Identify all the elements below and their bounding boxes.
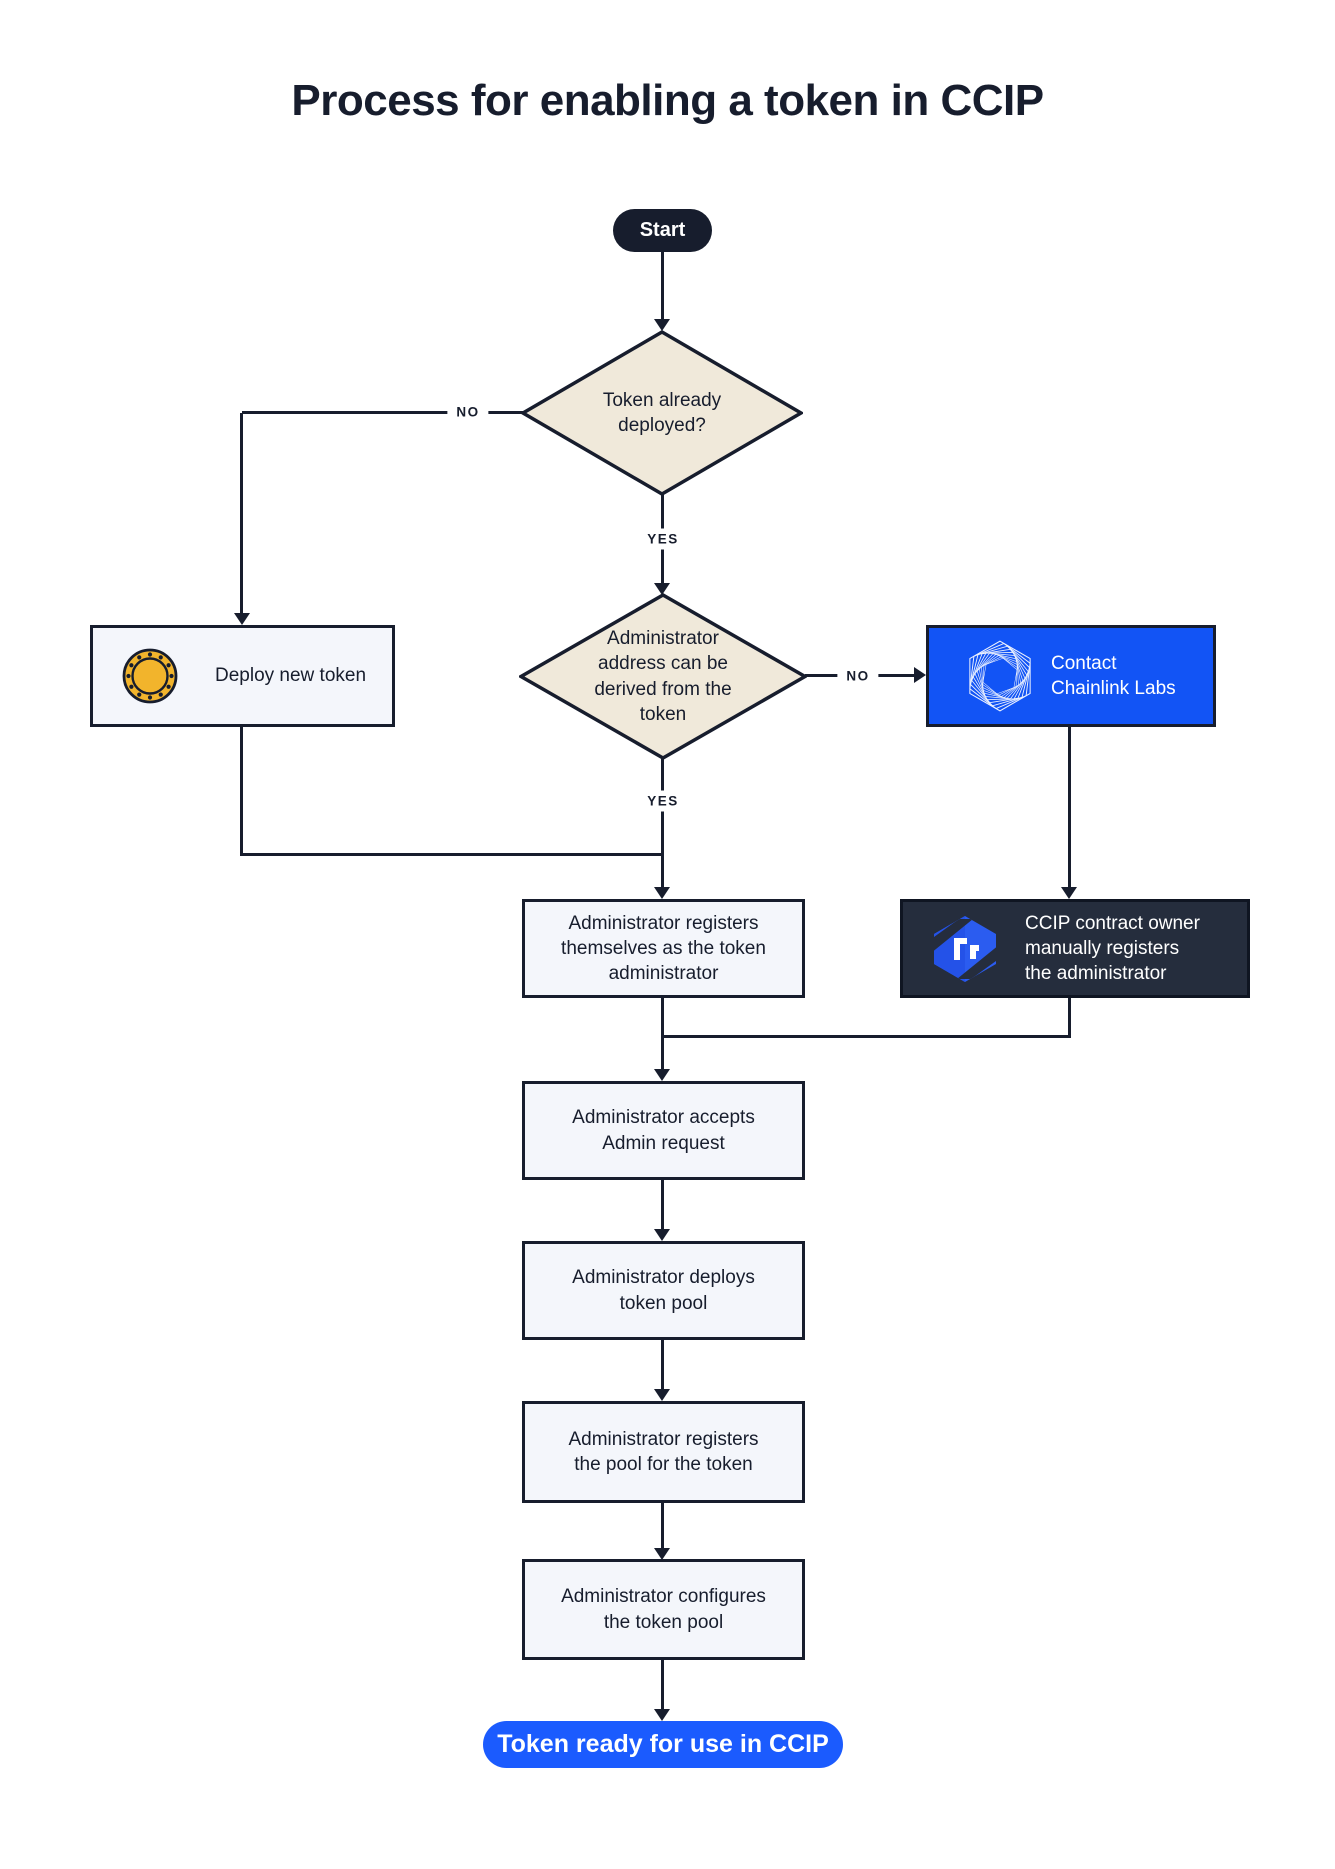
end-label: Token ready for use in CCIP xyxy=(497,1730,829,1758)
edge-configures-to-end xyxy=(661,1660,664,1710)
edge-deploy-merge-h xyxy=(240,853,664,856)
edge-register-to-accepts xyxy=(661,998,664,1069)
arrowhead-icon xyxy=(654,887,670,899)
arrowhead-icon xyxy=(914,667,926,683)
edge-registers-to-configures xyxy=(661,1503,664,1548)
edge-label-no-2: NO xyxy=(837,665,879,687)
edge-yes-admin-address xyxy=(661,757,664,887)
arrowhead-icon xyxy=(1061,887,1077,899)
node-admin-accepts-request: Administrator accepts Admin request xyxy=(522,1081,805,1180)
node-start: Start xyxy=(613,209,712,252)
node-admin-deploys-pool: Administrator deploys token pool xyxy=(522,1241,805,1340)
arrowhead-icon xyxy=(654,1069,670,1081)
arrowhead-icon xyxy=(654,1548,670,1560)
edge-label-yes-1: YES xyxy=(638,528,688,550)
arrowhead-icon xyxy=(654,1229,670,1241)
arrowhead-icon xyxy=(654,1389,670,1401)
node-contact-chainlink-labs: Contact Chainlink Labs xyxy=(926,625,1216,727)
node-ccip-owner-registers: CCIP contract owner manually registers t… xyxy=(900,899,1250,998)
edge-ccip-merge-h xyxy=(663,1035,1071,1038)
edge-deploy-down xyxy=(240,727,243,856)
node-admin-configures-pool: Administrator configures the token pool xyxy=(522,1559,805,1660)
decision-label: Token already deployed? xyxy=(602,389,722,436)
decision-token-already-deployed: Token already deployed? xyxy=(521,330,803,496)
arrowhead-icon xyxy=(654,319,670,331)
arrowhead-icon xyxy=(234,613,250,625)
node-end: Token ready for use in CCIP xyxy=(483,1721,843,1768)
edge-deploys-to-registers xyxy=(661,1340,664,1389)
decision-label: Administrator address can be derived fro… xyxy=(594,628,732,725)
node-deploy-new-token: Deploy new token xyxy=(90,625,395,727)
page-title: Process for enabling a token in CCIP xyxy=(291,76,1044,125)
edge-start-to-decision1 xyxy=(661,252,664,321)
edge-label-yes-2: YES xyxy=(638,790,688,812)
node-admin-registers-pool: Administrator registers the pool for the… xyxy=(522,1401,805,1503)
start-label: Start xyxy=(639,219,686,241)
edge-contact-down xyxy=(1068,727,1071,887)
ccip-owner-label: CCIP contract owner manually registers t… xyxy=(1025,912,1200,985)
arrowhead-icon xyxy=(654,1709,670,1721)
chainlink-labs-icon xyxy=(966,639,1034,713)
decision-admin-address-derivable: Administrator address can be derived fro… xyxy=(519,593,807,760)
edge-label-no-1: NO xyxy=(447,401,489,423)
edge-no-token-deployed-v xyxy=(240,413,243,613)
arrowhead-icon xyxy=(654,583,670,595)
ccip-icon xyxy=(934,915,996,982)
coin-icon xyxy=(122,648,178,704)
edge-no-token-deployed-h xyxy=(242,411,523,414)
node-admin-registers-self: Administrator registers themselves as th… xyxy=(522,899,805,998)
edge-ccip-down xyxy=(1068,998,1071,1038)
edge-accepts-to-deploys xyxy=(661,1180,664,1229)
deploy-new-token-label: Deploy new token xyxy=(215,665,367,687)
contact-chainlink-label: Contact Chainlink Labs xyxy=(1051,652,1176,699)
